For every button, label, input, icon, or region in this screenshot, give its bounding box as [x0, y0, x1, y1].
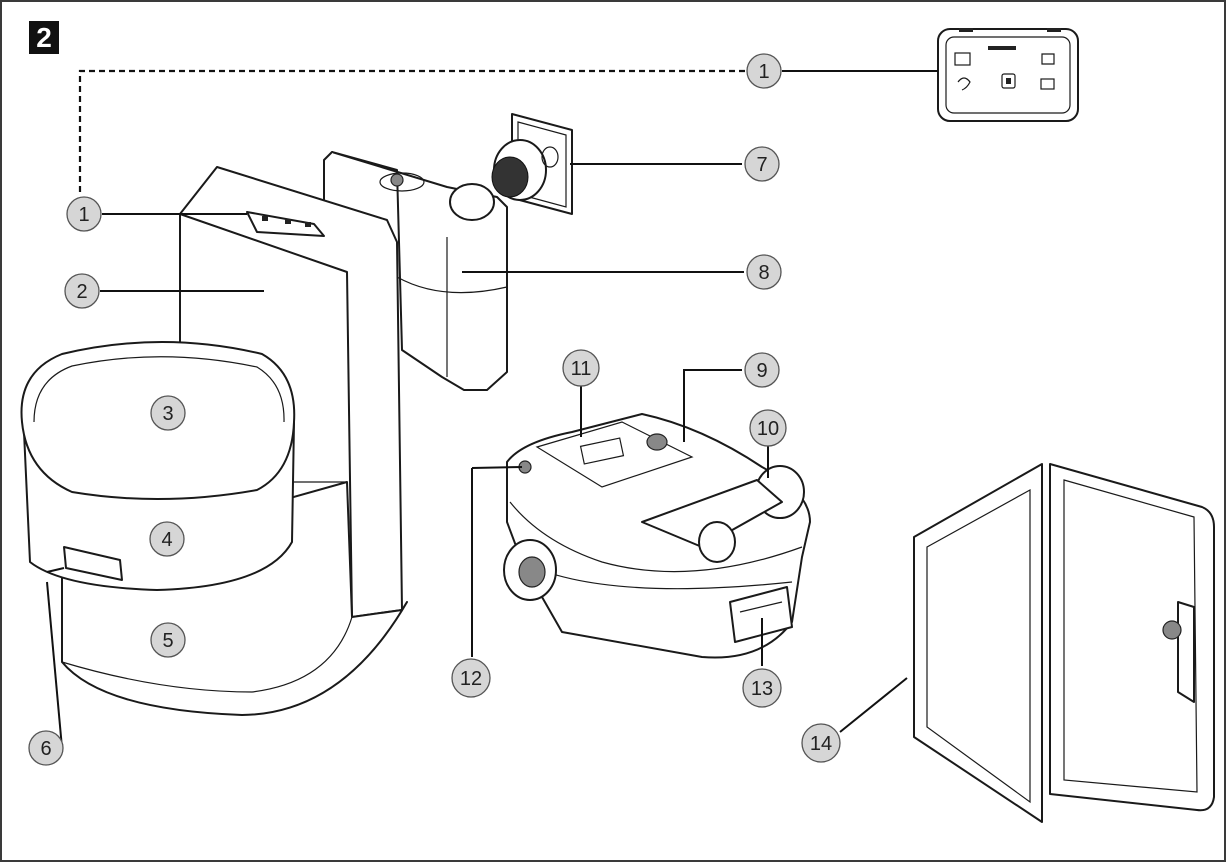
water-icon — [957, 77, 971, 91]
leader-14 — [839, 677, 908, 733]
door-lock — [1177, 601, 1195, 703]
cassette-toilet — [20, 166, 408, 716]
leader-6a — [46, 581, 63, 749]
callout-1-panel: 1 — [66, 196, 102, 232]
svg-text:7: 7 — [756, 154, 767, 176]
cassette-handle — [729, 586, 793, 643]
svg-text:11: 11 — [571, 358, 592, 380]
toilet-icon — [1041, 53, 1055, 65]
callout-5: 5 — [150, 622, 186, 658]
callout-11: 11 — [562, 349, 600, 387]
remote-control-panel — [937, 28, 1079, 122]
callout-6: 6 — [28, 730, 64, 766]
svg-text:6: 6 — [40, 738, 51, 760]
flush-icon — [954, 52, 971, 66]
svg-text:4: 4 — [161, 529, 172, 551]
svg-text:1: 1 — [758, 61, 769, 83]
svg-text:14: 14 — [810, 733, 832, 755]
power-button-icon — [1001, 73, 1016, 89]
svg-text:9: 9 — [756, 360, 767, 382]
svg-text:2: 2 — [76, 281, 87, 303]
svg-text:1: 1 — [78, 204, 89, 226]
callout-8: 8 — [746, 254, 782, 290]
callout-14: 14 — [801, 723, 841, 763]
svg-text:3: 3 — [162, 403, 173, 425]
leader-6b — [46, 567, 65, 573]
callout-13: 13 — [742, 668, 782, 708]
door-lock-knob-icon — [1162, 620, 1182, 640]
callout-2: 2 — [64, 273, 100, 309]
waste-cassette — [503, 413, 811, 659]
callout-3: 3 — [150, 395, 186, 431]
cassette-door-handle — [63, 546, 123, 581]
svg-text:8: 8 — [758, 262, 769, 284]
leader-9 — [683, 369, 742, 442]
figure-number-badge: 2 — [29, 21, 59, 54]
callout-7: 7 — [744, 146, 780, 182]
tank-level-icon — [1040, 78, 1055, 90]
svg-text:13: 13 — [751, 678, 773, 700]
dashed-connection-line — [78, 69, 745, 192]
leader-12b — [471, 466, 523, 469]
service-door — [913, 463, 1215, 823]
brand-logo-icon — [988, 46, 1016, 50]
svg-text:10: 10 — [757, 418, 779, 440]
callout-9: 9 — [744, 352, 780, 388]
svg-text:5: 5 — [162, 630, 173, 652]
svg-text:12: 12 — [460, 668, 482, 690]
ventilation-fan — [491, 113, 573, 215]
callout-10: 10 — [749, 409, 787, 447]
callout-4: 4 — [149, 521, 185, 557]
callout-1-remote: 1 — [746, 53, 782, 89]
callout-12: 12 — [451, 658, 491, 698]
